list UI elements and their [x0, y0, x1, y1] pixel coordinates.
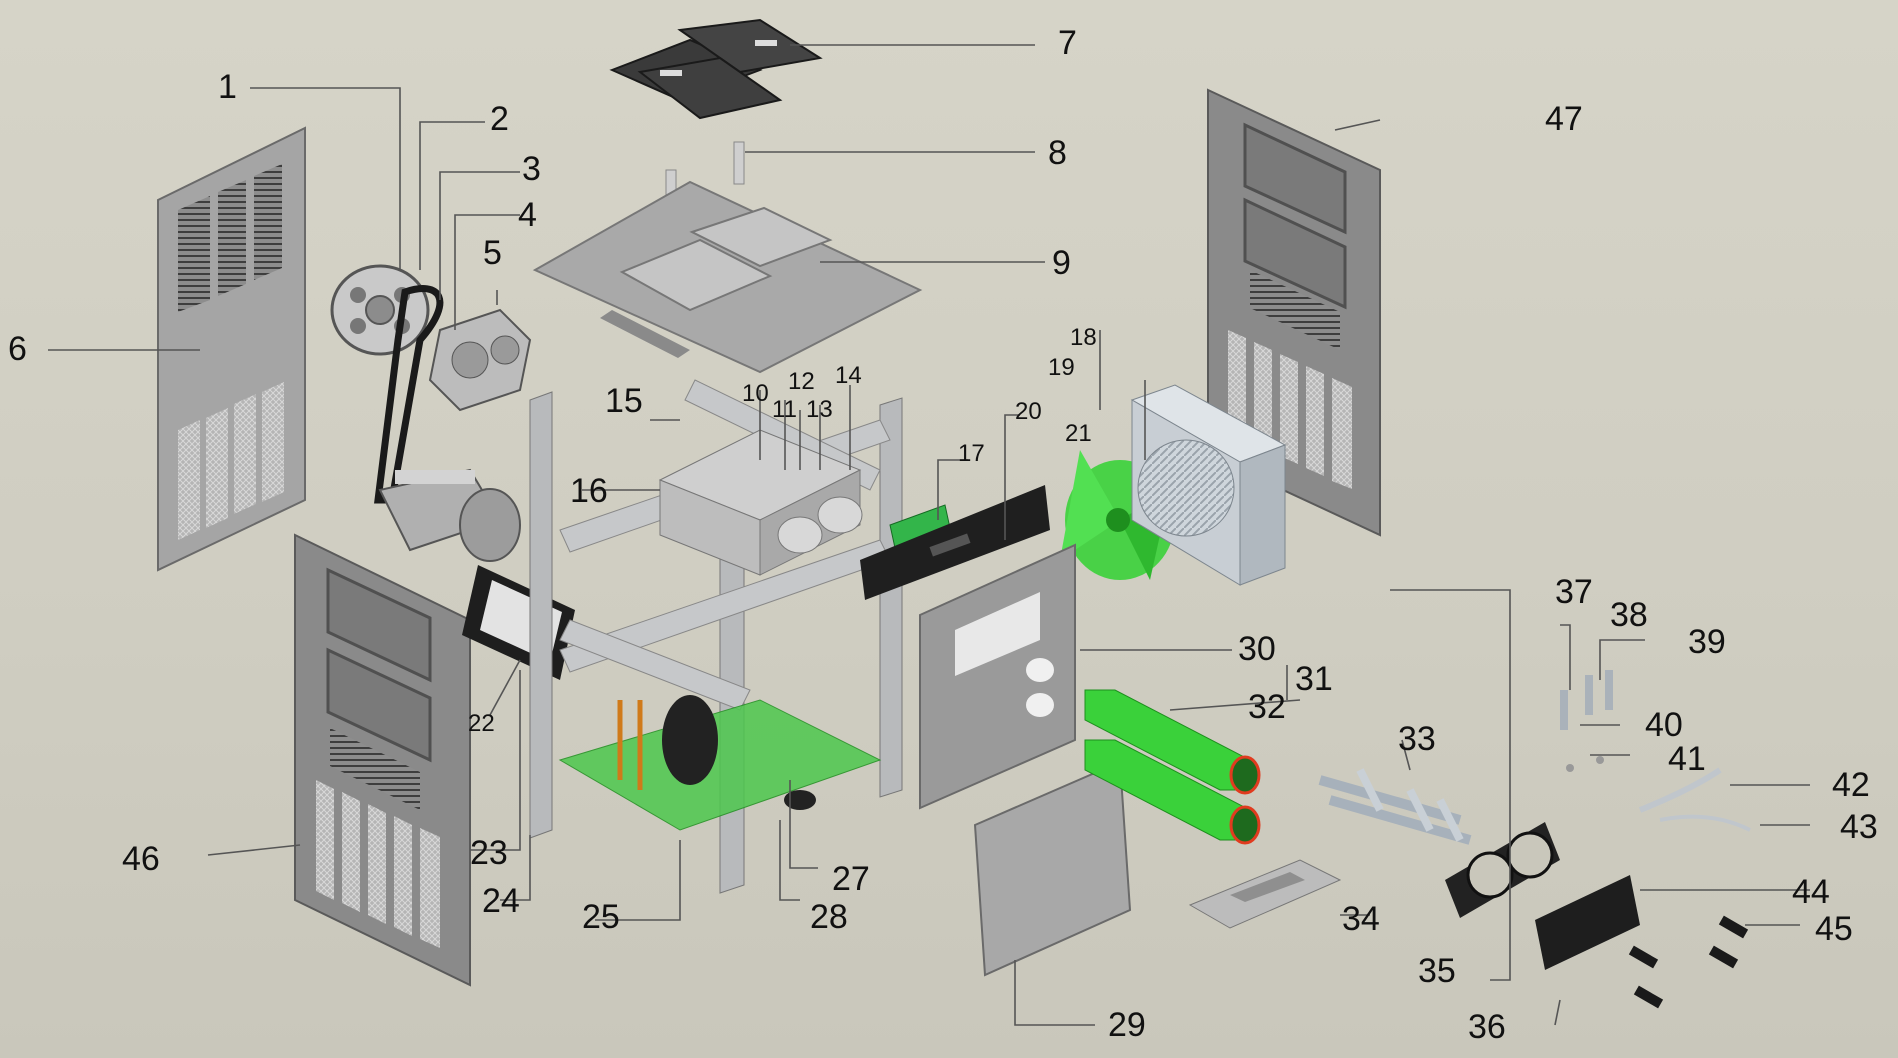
- callout-1: 1: [218, 68, 237, 106]
- callout-13: 13: [806, 396, 833, 423]
- callout-19: 19: [1048, 354, 1075, 381]
- callout-40: 40: [1645, 706, 1683, 744]
- callout-28: 28: [810, 898, 848, 936]
- callout-10: 10: [742, 380, 769, 407]
- top-plate: [532, 180, 923, 374]
- callout-23: 23: [470, 834, 508, 872]
- base-tray: [558, 695, 882, 831]
- dispenser-handles: [1628, 915, 1749, 1009]
- beaters: [1318, 768, 1472, 845]
- drip-tray: [1188, 859, 1342, 929]
- green-cylinders: [1084, 689, 1261, 845]
- callout-39: 39: [1688, 623, 1726, 661]
- side-panel-left: [157, 126, 306, 572]
- callout-21: 21: [1065, 420, 1092, 447]
- callout-20: 20: [1015, 398, 1042, 425]
- pulley-belt-assembly: [330, 264, 532, 504]
- callout-34: 34: [1342, 900, 1380, 938]
- callout-32: 32: [1248, 688, 1286, 726]
- callout-30: 30: [1238, 630, 1276, 668]
- callout-42: 42: [1832, 766, 1870, 804]
- callout-31: 31: [1295, 660, 1333, 698]
- side-panel-right: [1207, 88, 1381, 537]
- callout-33: 33: [1398, 720, 1436, 758]
- callout-18: 18: [1070, 324, 1097, 351]
- dispenser-head: [1535, 875, 1640, 970]
- hopper-lids: [609, 18, 823, 120]
- leader-lines: [48, 44, 1810, 1026]
- front-panel-left: [294, 533, 471, 987]
- callout-38: 38: [1610, 596, 1648, 634]
- callout-12: 12: [788, 368, 815, 395]
- callout-45: 45: [1815, 910, 1853, 948]
- callout-29: 29: [1108, 1006, 1146, 1044]
- callout-22: 22: [468, 710, 495, 737]
- callout-24: 24: [482, 882, 520, 920]
- callout-9: 9: [1052, 244, 1071, 282]
- motor: [378, 468, 521, 562]
- callout-14: 14: [835, 362, 862, 389]
- condenser: [1130, 384, 1287, 586]
- small-parts: [1560, 670, 1751, 832]
- callout-3: 3: [522, 150, 541, 188]
- callout-35: 35: [1418, 952, 1456, 990]
- callout-7: 7: [1058, 24, 1077, 62]
- callout-46: 46: [122, 840, 160, 878]
- callout-47: 47: [1545, 100, 1583, 138]
- callout-41: 41: [1668, 740, 1706, 778]
- callout-27: 27: [832, 860, 870, 898]
- front-door-panel: [919, 543, 1076, 810]
- gasket: [1445, 822, 1560, 918]
- callout-16: 16: [570, 472, 608, 510]
- callout-11: 11: [772, 396, 797, 423]
- callout-17: 17: [958, 440, 985, 467]
- freezing-cylinder: [658, 429, 863, 576]
- callout-25: 25: [582, 898, 620, 936]
- callout-44: 44: [1792, 873, 1830, 911]
- callout-43: 43: [1840, 808, 1878, 846]
- callout-37: 37: [1555, 573, 1593, 611]
- callout-36: 36: [1468, 1008, 1506, 1046]
- callout-8: 8: [1048, 134, 1067, 172]
- callout-5: 5: [483, 234, 502, 272]
- callout-2: 2: [490, 100, 509, 138]
- lower-panel: [973, 760, 1132, 977]
- callout-4: 4: [518, 196, 537, 234]
- callout-6: 6: [8, 330, 27, 368]
- control-panel-bar: [860, 485, 1050, 600]
- callout-15: 15: [605, 382, 643, 420]
